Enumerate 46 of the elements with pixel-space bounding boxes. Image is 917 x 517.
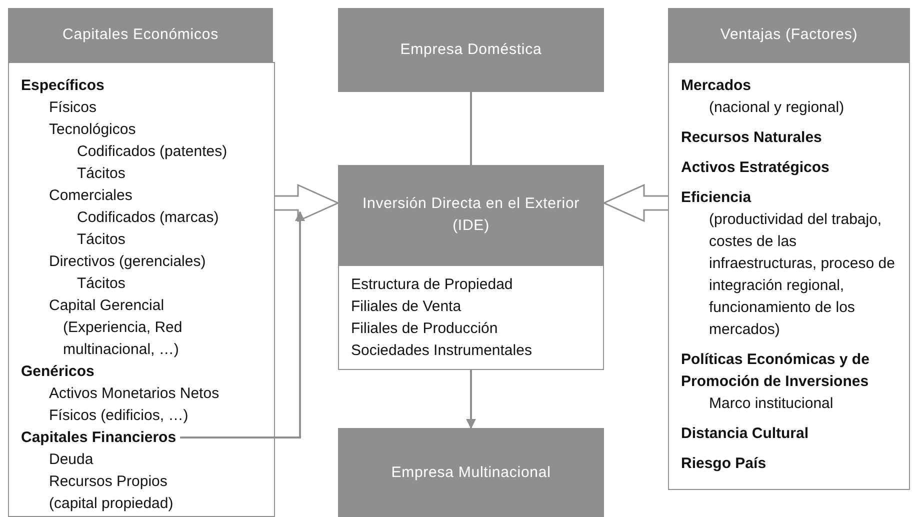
header-box: Ventajas (Factores): [668, 8, 910, 62]
list-item: Activos Monetarios Netos: [49, 385, 220, 402]
list-item: Comerciales: [49, 187, 132, 204]
process-box: Empresa Multinacional: [338, 428, 604, 517]
list-item: Tácitos: [77, 275, 126, 292]
header-box: Capitales Económicos: [8, 8, 273, 62]
list-item: Riesgo País: [681, 455, 766, 472]
list-item: Físicos (edificios, …): [49, 407, 188, 424]
list-item: (nacional y regional): [709, 99, 844, 116]
list-box: [8, 62, 275, 517]
list-box: [668, 62, 910, 490]
list-item: Marco institucional: [709, 395, 834, 412]
list-item: Tácitos: [77, 165, 126, 182]
list-item: Filiales de Venta: [351, 298, 462, 315]
list-item: Específicos: [21, 77, 104, 94]
list-item: Codificados (marcas): [77, 209, 219, 226]
list-item: Tecnológicos: [49, 121, 136, 138]
list-item: Capitales Financieros: [21, 429, 176, 446]
list-item: Físicos: [49, 99, 97, 116]
list-item: Políticas Económicas y de Promoción de Inversiones: [681, 351, 870, 390]
list-item: Genéricos: [21, 363, 94, 380]
list-item: Recursos Naturales: [681, 129, 822, 146]
list-item: (Experiencia, Red multinacional, …): [63, 319, 182, 358]
arrow: [180, 211, 305, 438]
list-item: Codificados (patentes): [77, 143, 228, 160]
list-item: Recursos Propios: [49, 473, 168, 490]
list-item: Capital Gerencial: [49, 297, 164, 314]
list-item: Deuda: [49, 451, 94, 468]
list-item: Eficiencia: [681, 189, 752, 206]
hollow-arrow: [602, 184, 669, 222]
list-item: Estructura de Propiedad: [351, 276, 513, 293]
list-box: [338, 265, 604, 370]
list-item: (capital propiedad): [49, 495, 174, 512]
list-item: Distancia Cultural: [681, 425, 809, 442]
hollow-arrow: [274, 184, 340, 222]
process-box: Empresa Doméstica: [338, 8, 604, 92]
list-item: (productividad del trabajo, costes de las infraestructuras, proceso de integración regional, funcionamiento de los mercados): [709, 211, 895, 338]
list-item: Mercados: [681, 77, 752, 94]
list-item: Filiales de Producción: [351, 320, 498, 337]
list-item: Tácitos: [77, 231, 126, 248]
list-item: Sociedades Instrumentales: [351, 342, 532, 359]
list-item: Activos Estratégicos: [681, 159, 830, 176]
process-box: Inversión Directa en el Exterior (IDE): [338, 165, 604, 265]
arrow: [466, 370, 476, 429]
connector-line: [470, 92, 472, 165]
list-item: Directivos (gerenciales): [49, 253, 206, 270]
